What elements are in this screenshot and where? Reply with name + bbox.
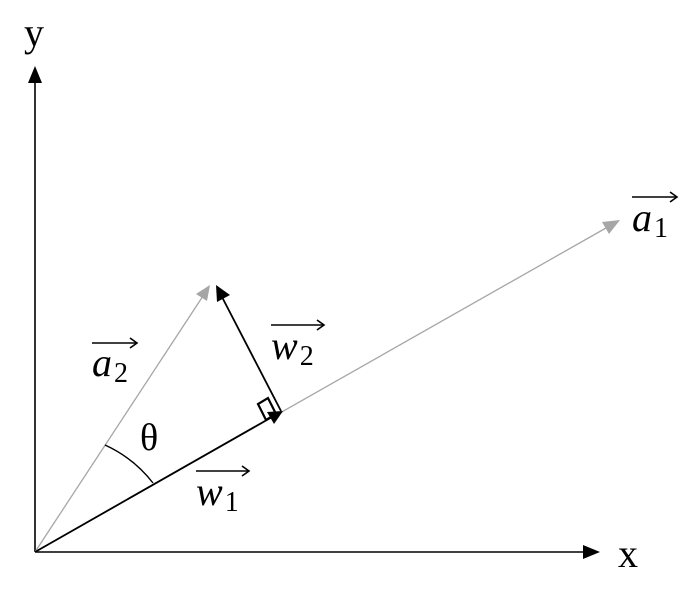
theta-arc — [104, 444, 154, 484]
label-a2: a2 — [92, 337, 139, 389]
vector-w1 — [34, 411, 283, 553]
vector-a2-arrowhead — [196, 285, 210, 301]
label-a2-arrow-head — [129, 337, 139, 349]
x-axis-label: x — [618, 531, 638, 576]
vector-w2 — [216, 285, 282, 412]
theta-label: θ — [140, 417, 158, 459]
x-axis-arrowhead — [583, 545, 600, 559]
label-w1-arrow-head — [241, 465, 251, 477]
vector-w2-arrowhead — [216, 285, 230, 302]
svg-text:a2: a2 — [92, 340, 128, 389]
y-axis-arrowhead — [28, 66, 42, 83]
svg-text:a1: a1 — [632, 195, 668, 244]
label-w2-arrow-head — [316, 319, 326, 331]
svg-text:w2: w2 — [271, 323, 314, 372]
label-a1: a1 — [632, 191, 679, 244]
vector-w1-arrowhead — [267, 411, 283, 424]
axes: x y — [24, 10, 638, 576]
label-w1: w1 — [196, 465, 251, 518]
right-angle-marker — [256, 396, 278, 422]
svg-text:w1: w1 — [196, 469, 239, 518]
vector-a2 — [34, 285, 210, 553]
vector-a1-arrowhead — [602, 220, 620, 234]
label-w2: w2 — [271, 319, 326, 372]
label-a1-arrow-head — [669, 191, 679, 203]
y-axis-label: y — [24, 10, 44, 55]
